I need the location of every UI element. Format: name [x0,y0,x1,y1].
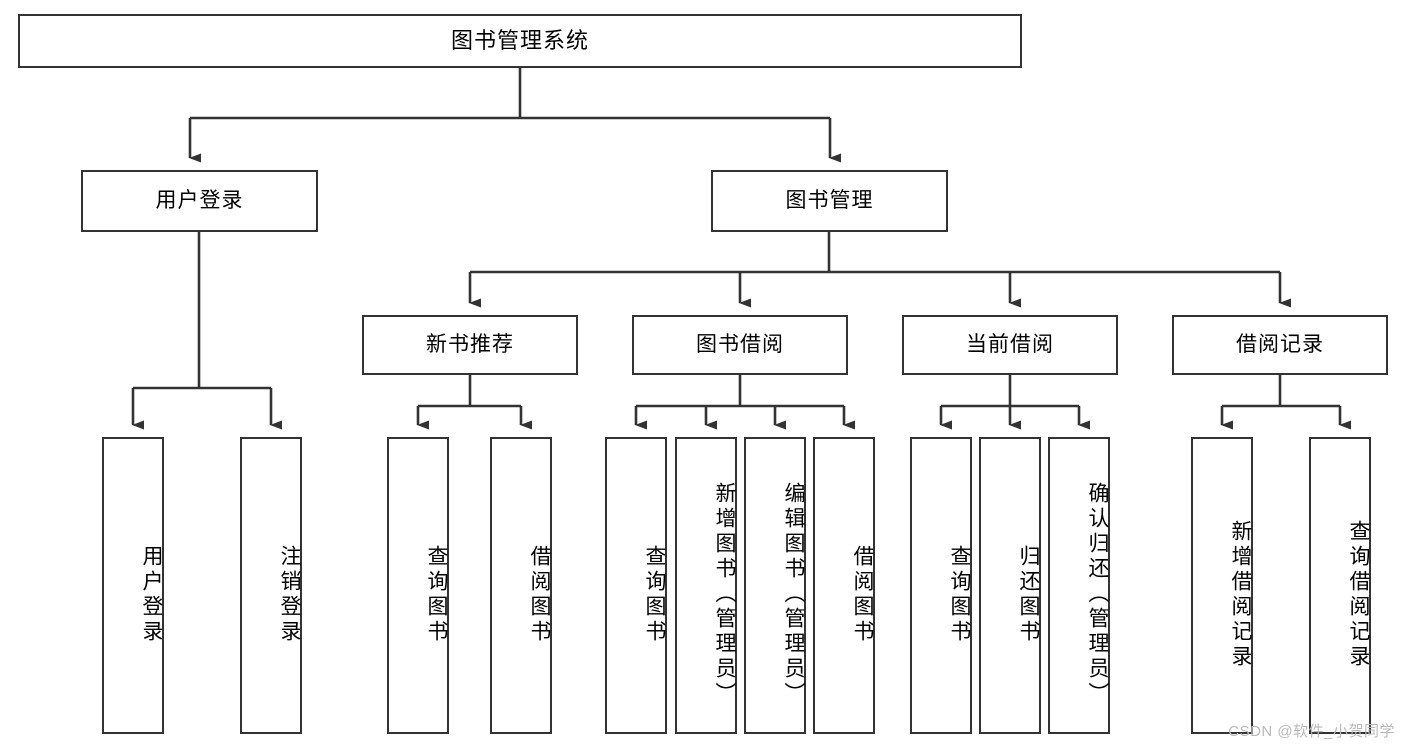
watermark: CSDN @软件_小贺同学 [1228,723,1395,740]
leaf-logout-login[interactable]: 注销登录 [240,437,302,734]
leaf-add-borrow-record[interactable]: 新增借阅记录 [1191,437,1253,734]
node-user-login[interactable]: 用户登录 [81,170,318,232]
leaf-user-login[interactable]: 用户登录 [102,437,164,734]
leaf-query-book-3[interactable]: 查询图书 [910,437,972,734]
node-book-manage[interactable]: 图书管理 [711,170,948,232]
node-book-borrow[interactable]: 图书借阅 [632,315,848,375]
leaf-borrow-book-1[interactable]: 借阅图书 [490,437,552,734]
leaf-add-book[interactable]: 新增图书（管理员） [675,437,737,734]
node-current-borrow[interactable]: 当前借阅 [902,315,1118,375]
leaf-query-book-1[interactable]: 查询图书 [387,437,449,734]
node-root[interactable]: 图书管理系统 [18,14,1022,68]
node-new-book-recommend[interactable]: 新书推荐 [362,315,578,375]
leaf-return-book[interactable]: 归还图书 [979,437,1041,734]
node-borrow-record[interactable]: 借阅记录 [1172,315,1388,375]
leaf-confirm-return[interactable]: 确认归还（管理员） [1048,437,1110,734]
leaf-edit-book[interactable]: 编辑图书（管理员） [744,437,806,734]
leaf-query-book-2[interactable]: 查询图书 [605,437,667,734]
leaf-borrow-book-2[interactable]: 借阅图书 [813,437,875,734]
leaf-query-borrow-record[interactable]: 查询借阅记录 [1309,437,1371,734]
